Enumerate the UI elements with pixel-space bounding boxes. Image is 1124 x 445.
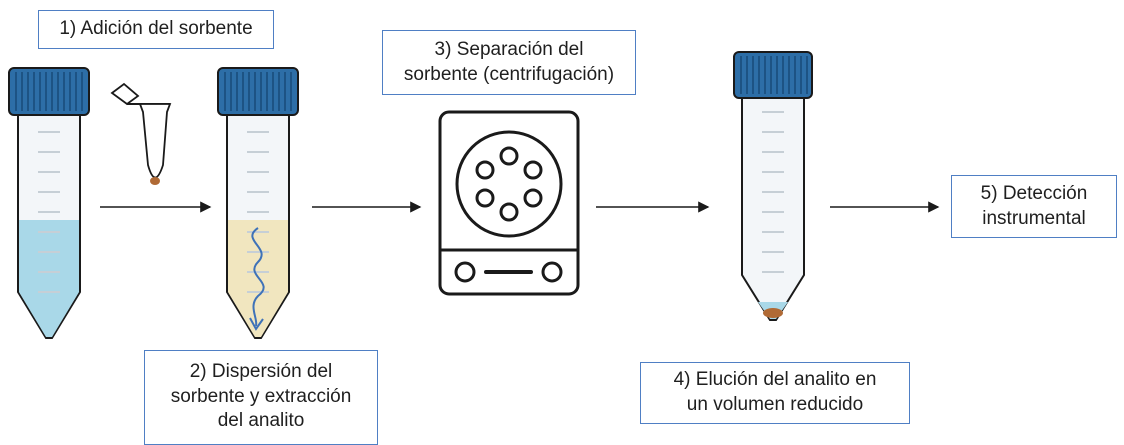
centrifuge-icon xyxy=(438,110,580,296)
sorbent xyxy=(150,177,160,185)
step-3-line-2: sorbente (centrifugación) xyxy=(403,63,615,85)
step-4-label: 4) Elución del analito en un volumen red… xyxy=(640,362,910,424)
liquid-initial xyxy=(19,220,79,337)
step-5-line-1: 5) Detección xyxy=(980,182,1088,204)
eppendorf-tube-icon xyxy=(110,82,172,185)
step-3-label: 3) Separación del sorbente (centrifugaci… xyxy=(382,30,636,95)
step-1-line-1: 1) Adición del sorbente xyxy=(59,18,253,40)
step-2-label: 2) Dispersión del sorbente y extracción … xyxy=(144,350,378,445)
step-4-line-1: 4) Elución del analito en xyxy=(673,369,877,391)
step-2-line-2: sorbente y extracción xyxy=(170,385,352,407)
step-2-line-3: del analito xyxy=(217,410,305,432)
cap-ridges xyxy=(15,72,83,111)
sorbent xyxy=(763,308,783,318)
step-5-line-2: instrumental xyxy=(982,207,1086,229)
swirl xyxy=(251,227,265,327)
step-2-line-1: 2) Dispersión del xyxy=(189,361,333,382)
falcon-tube-icon xyxy=(217,67,299,339)
step-1-label: 1) Adición del sorbente xyxy=(38,10,274,49)
step-3-line-1: 3) Separación del xyxy=(434,38,584,60)
falcon-tube-icon xyxy=(733,51,813,321)
step-4-line-2: un volumen reducido xyxy=(686,394,864,415)
step-5-label: 5) Detección instrumental xyxy=(951,175,1117,238)
falcon-tube-icon xyxy=(8,67,90,339)
